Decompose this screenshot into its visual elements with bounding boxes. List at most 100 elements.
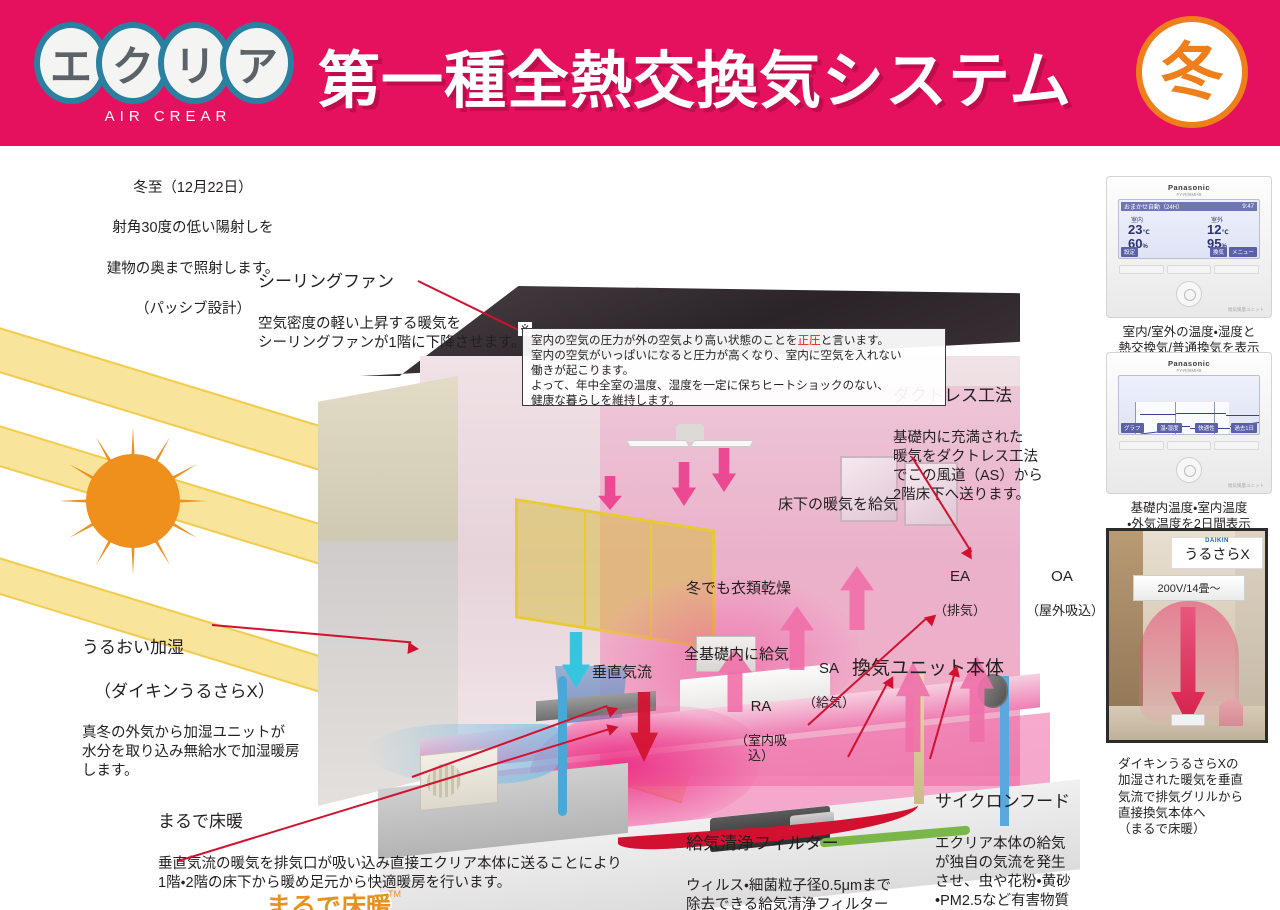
screen-titlebar: おまかせ自動（24H） 9:47 bbox=[1121, 202, 1257, 211]
callout-filter: 給気清浄フィルター ウィルス・細菌粒子径0.5μmまで 除去できる給気清浄フィル… bbox=[686, 812, 941, 910]
logo-bubbles: エ ク リ ア bbox=[34, 22, 302, 104]
device-screen[interactable]: おまかせ自動（24H） 9:47 室内 23℃ 60% 室外 12℃ 95% 設… bbox=[1118, 199, 1260, 259]
label-ea-code: EA bbox=[949, 567, 970, 585]
illustration-stage: 冬至（12月22日） 射角30度の低い陽射しを 建物の奥まで照射します。 （パッ… bbox=[0, 146, 1280, 910]
screen-softkey-settings[interactable]: 設定 bbox=[1121, 246, 1139, 257]
ceiling-fan-blade bbox=[689, 440, 755, 447]
screen-softkeys[interactable]: グラフ 温・湿度 快適性 過去1日 bbox=[1121, 422, 1257, 433]
screen-softkey-graph[interactable]: グラフ bbox=[1121, 422, 1144, 433]
controller-device-1[interactable]: Panasonic FY-R08MHB おまかせ自動（24H） 9:47 室内 … bbox=[1106, 176, 1272, 318]
screen-softkey-menu[interactable]: メニュー bbox=[1228, 246, 1257, 257]
device-panel-graph: Panasonic FY-R08MHB グ bbox=[1106, 352, 1272, 531]
device-brand-label: Panasonic bbox=[1167, 183, 1210, 192]
device-power-dial[interactable] bbox=[1176, 281, 1202, 307]
label-sa: SA （給気） bbox=[800, 642, 858, 728]
header-banner: エ ク リ ア AIR CREAR 第一種全熱交換気システム 冬 bbox=[0, 0, 1280, 146]
screen-mode-title: おまかせ自動（24H） bbox=[1124, 205, 1184, 211]
device-caption-2: 基礎内温度・室内温度 ・外気温度を2日間表示 bbox=[1127, 501, 1251, 532]
callout-ceiling-fan: シーリングファン 空気密度の軽い上昇する暖気を シーリングファンが1階に下降させ… bbox=[258, 250, 588, 374]
device-brand-label: Panasonic bbox=[1167, 359, 1210, 368]
note-box: 室内の空気の圧力が外の空気より高い状態のことを正圧と言います。 室内の空気がいっ… bbox=[522, 328, 946, 408]
note-highlight: 正圧 bbox=[797, 334, 821, 347]
ceiling-fan bbox=[625, 424, 755, 460]
photo-exhaust-grille bbox=[1171, 714, 1205, 726]
device-model-label: FY-R08MHB bbox=[1176, 368, 1202, 373]
screen-indoor-label: 室内 bbox=[1131, 218, 1144, 224]
callout-ceiling-fan-body: 空気密度の軽い上昇する暖気を シーリングファンが1階に下降させます。 bbox=[258, 315, 526, 351]
callout-floor-heat: まるで床暖 垂直気流の暖気を排気口が吸い込み直接エクリア本体に送ることにより 1… bbox=[158, 790, 688, 910]
house-cutaway-illustration bbox=[300, 276, 1080, 910]
callout-solar-line1: 冬至（12月22日） bbox=[133, 180, 253, 197]
device-power-dial[interactable] bbox=[1176, 457, 1202, 483]
note-text-2: と言います。 室内の空気がいっぱいになると圧力が高くなり、室内に空気を入れない … bbox=[531, 334, 902, 408]
label-ra: RA （室内吸込） bbox=[726, 680, 796, 781]
photo-left-wall bbox=[1109, 531, 1143, 740]
device-model-label: FY-R08MHB bbox=[1176, 192, 1202, 197]
callout-filter-body: ウィルス・細菌粒子径0.5μmまで 除去できる給気清浄フィルター ユニット bbox=[686, 877, 892, 910]
leader-arrow-humidify bbox=[407, 642, 420, 655]
device-foot-label: 換気風量ユニット bbox=[1228, 307, 1264, 312]
season-badge: 冬 bbox=[1136, 16, 1248, 128]
logo-char-3: リ bbox=[173, 41, 216, 91]
screen-indoor-temp: 23℃ bbox=[1128, 222, 1150, 237]
device-foot-label: 換気風量ユニット bbox=[1228, 483, 1264, 488]
label-laundry-dry: 冬でも衣類乾燥 bbox=[686, 580, 792, 597]
callout-solar-line4: （パッシブ設計） bbox=[135, 300, 251, 317]
photo-panel-caption: ダイキンうるさらXの 加湿された暖気を垂直 気流で排気グリルから 直接換気本体へ… bbox=[1118, 757, 1244, 836]
screen-clock: 9:47 bbox=[1242, 203, 1254, 210]
photo-product-label: うるさらX bbox=[1184, 546, 1250, 562]
device-hardkeys[interactable] bbox=[1119, 265, 1260, 274]
screen-softkey-past-day[interactable]: 過去1日 bbox=[1231, 422, 1257, 433]
intake-stack bbox=[1000, 676, 1009, 826]
controller-device-2[interactable]: Panasonic FY-R08MHB グ bbox=[1106, 352, 1272, 494]
marude-yukadan-logo: まるで床暖 TM bbox=[262, 887, 422, 910]
photo-ac-spec: 200V/14畳〜 bbox=[1157, 583, 1221, 595]
callout-floor-heat-body: 垂直気流の暖気を排気口が吸い込み直接エクリア本体に送ることにより 1階・2階の床… bbox=[158, 855, 622, 891]
label-unit-body: 換気ユニット本体 bbox=[852, 658, 1005, 679]
sun-icon bbox=[58, 426, 208, 576]
label-sa-code: SA bbox=[818, 659, 839, 677]
note-text-1: 室内の空気の圧力が外の空気より高い状態のことを bbox=[531, 334, 798, 347]
callout-humidify-body: 真冬の外気から加湿ユニットが 水分を取り込み無給水で加湿暖房 します。 bbox=[82, 725, 300, 780]
screen-softkey-ventilation[interactable]: 換気 bbox=[1209, 246, 1227, 257]
callout-filter-title: 給気清浄フィルター bbox=[686, 834, 839, 854]
callout-solar: 冬至（12月22日） 射角30度の低い陽射しを 建物の奥まで照射します。 （パッ… bbox=[58, 158, 328, 340]
window bbox=[904, 462, 958, 526]
logo-char-1: エ bbox=[49, 41, 92, 91]
callout-humidify-subtitle: （ダイキンうるさらX） bbox=[94, 681, 275, 701]
logo-bubble-4 bbox=[220, 22, 294, 104]
callout-floor-heat-title: まるで床暖 bbox=[158, 812, 243, 832]
screen-softkey-temp-humidity[interactable]: 温・湿度 bbox=[1157, 422, 1182, 433]
screen-softkeys[interactable]: 設定 換気 メニュー bbox=[1121, 246, 1257, 257]
logo-bubble-3 bbox=[158, 22, 232, 104]
marude-yukadan-logo-text: まるで床暖 bbox=[264, 891, 392, 910]
device-panel-controller: Panasonic FY-R08MHB おまかせ自動（24H） 9:47 室内 … bbox=[1106, 176, 1272, 355]
callout-solar-line2: 射角30度の低い陽射しを bbox=[112, 220, 274, 237]
callout-cyclone-title: サイクロンフード bbox=[935, 792, 1071, 812]
device-hardkeys[interactable] bbox=[1119, 441, 1260, 450]
label-ra-code: RA bbox=[750, 697, 772, 715]
logo-char-4: ア bbox=[235, 41, 278, 91]
photo-brand-label: DAIKIN bbox=[1205, 538, 1229, 544]
logo-char-2: ク bbox=[111, 41, 154, 91]
photo-ac-unit: 200V/14畳〜 bbox=[1133, 575, 1245, 601]
page-title: 第一種全熱交換気システム bbox=[318, 44, 1073, 117]
label-floor-supply: 床下の暖気を給気 bbox=[778, 496, 899, 513]
label-all-foundation-supply: 全基礎内に給気 bbox=[684, 646, 790, 663]
callout-cyclone: サイクロンフード エクリア本体の給気 が独自の気流を発生 させ、虫や花粉•黄砂 … bbox=[935, 770, 1110, 910]
photo-product-tag: DAIKIN うるさらX bbox=[1171, 537, 1263, 569]
ceiling-fan-hub bbox=[676, 424, 704, 442]
screen-softkey-comfort[interactable]: 快適性 bbox=[1195, 422, 1218, 433]
device-screen[interactable]: グラフ 温・湿度 快適性 過去1日 bbox=[1118, 375, 1260, 435]
screen-outdoor-label: 室外 bbox=[1211, 218, 1224, 224]
brand-logo: エ ク リ ア AIR CREAR bbox=[34, 22, 302, 125]
label-sa-jp: （給気） bbox=[802, 695, 855, 711]
callout-ceiling-fan-title: シーリングファン bbox=[258, 272, 394, 292]
logo-subtitle: AIR CREAR bbox=[104, 108, 232, 125]
label-ea: EA （排気） bbox=[930, 550, 990, 636]
callout-cyclone-body: エクリア本体の給気 が独自の気流を発生 させ、虫や花粉•黄砂 •PM2.5など有… bbox=[935, 835, 1071, 910]
label-ra-jp: （室内吸込） bbox=[734, 733, 787, 764]
callout-solar-line3: 建物の奥まで照射します。 bbox=[106, 260, 280, 277]
label-vertical-flow: 垂直気流 bbox=[592, 664, 653, 681]
